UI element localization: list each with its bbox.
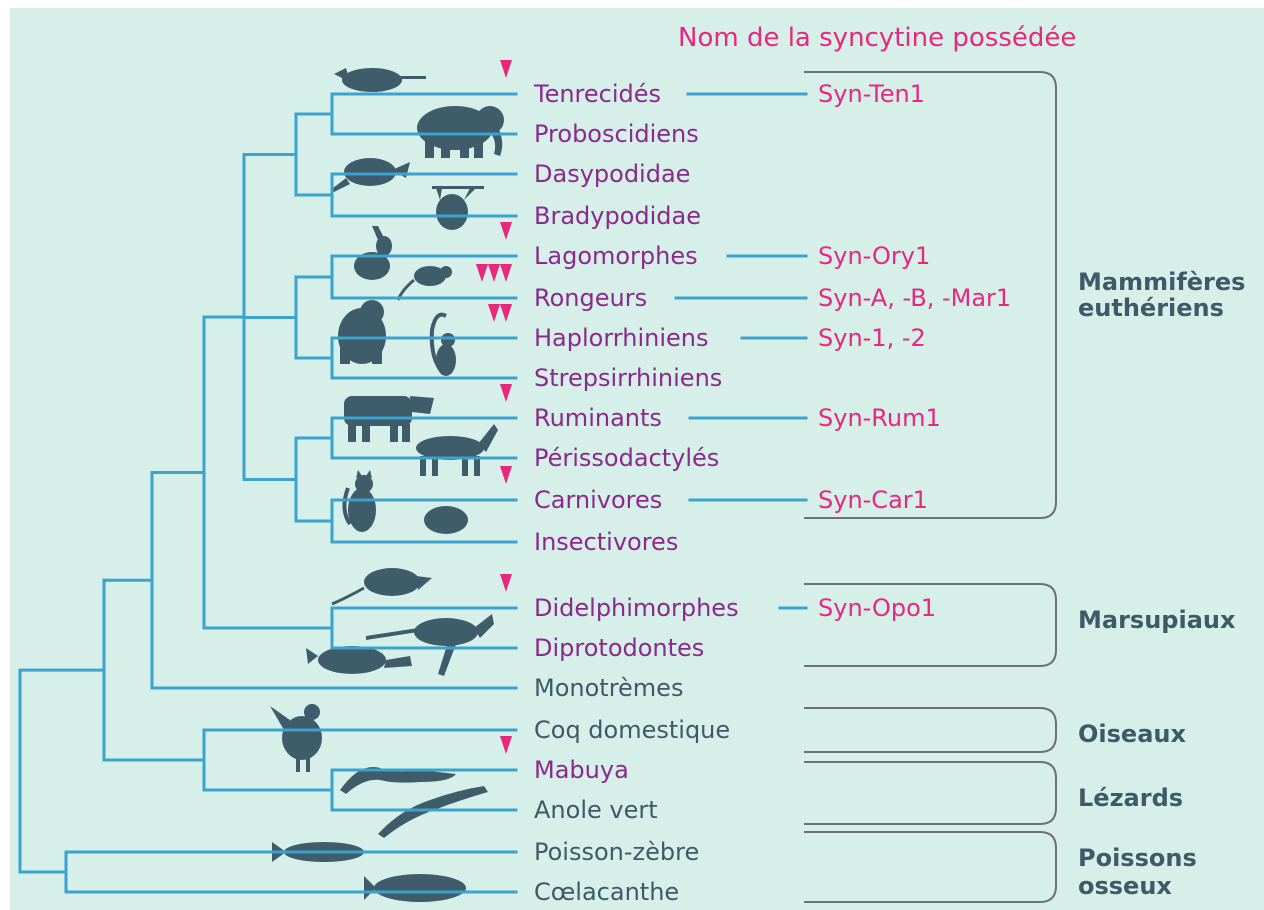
group-label-lezards: Lézards: [1078, 782, 1183, 814]
taxon-label-anole: Anole vert: [534, 794, 658, 826]
zebra-silhouette: [416, 424, 498, 476]
taxon-label-perissodactyles: Périssodactylés: [534, 442, 719, 474]
syncytine-label-didelphimorphes: Syn-Opo1: [818, 592, 936, 624]
taxon-label-dasypodidae: Dasypodidae: [534, 158, 690, 190]
group-label-poissons-line2: osseux: [1078, 870, 1172, 902]
mouse-silhouette: [398, 266, 452, 300]
taxon-label-bradypodidae: Bradypodidae: [534, 200, 701, 232]
syncytine-marker-rongeurs: [488, 264, 500, 282]
taxon-label-diprotodontes: Diprotodontes: [534, 632, 704, 664]
hedgehog-silhouette: [424, 506, 468, 534]
bracket-poissons: [804, 832, 1056, 902]
syncytine-label-tenrecides: Syn-Ten1: [818, 78, 925, 110]
rooster-silhouette: [270, 704, 322, 772]
syncytine-marker-rongeurs: [500, 264, 512, 282]
taxon-label-lagomorphes: Lagomorphes: [534, 240, 698, 272]
figure-title: Nom de la syncytine possédée: [678, 22, 1076, 54]
syncytine-marker-haplorrhiniens: [500, 304, 512, 322]
elephant-silhouette: [417, 106, 504, 158]
platypus-silhouette: [306, 646, 412, 674]
coelacanth-silhouette: [364, 874, 466, 902]
gorilla-silhouette: [338, 300, 386, 364]
taxon-label-mabuya: Mabuya: [534, 754, 629, 786]
syncytine-label-rongeurs: Syn-A, -B, -Mar1: [818, 282, 1011, 314]
taxon-label-tenrecides: Tenrecidés: [534, 78, 661, 110]
syncytine-marker-ruminants: [500, 384, 512, 402]
lemur-silhouette: [432, 315, 456, 376]
syncytine-marker-haplorrhiniens: [488, 304, 500, 322]
taxon-label-poisson-zebre: Poisson-zèbre: [534, 836, 699, 868]
taxon-label-ruminants: Ruminants: [534, 402, 662, 434]
bracket-oiseaux: [804, 708, 1056, 752]
syncytine-label-carnivores: Syn-Car1: [818, 484, 928, 516]
opossum-silhouette: [332, 568, 432, 604]
bracket-lezards: [804, 762, 1056, 824]
taxon-label-carnivores: Carnivores: [534, 484, 662, 516]
syncytine-label-ruminants: Syn-Rum1: [818, 402, 941, 434]
taxon-label-strepsirrhiniens: Strepsirrhiniens: [534, 362, 722, 394]
syncytine-marker-mabuya: [500, 736, 512, 754]
taxon-label-coq: Coq domestique: [534, 714, 730, 746]
syncytine-label-haplorrhiniens: Syn-1, -2: [818, 322, 926, 354]
syncytine-marker-carnivores: [500, 466, 512, 484]
taxon-label-haplorrhiniens: Haplorrhiniens: [534, 322, 708, 354]
anole-silhouette: [378, 786, 488, 838]
taxon-label-proboscidiens: Proboscidiens: [534, 118, 699, 150]
tenrec-silhouette: [334, 68, 426, 92]
group-label-oiseaux: Oiseaux: [1078, 718, 1186, 750]
syncytine-label-lagomorphes: Syn-Ory1: [818, 240, 930, 272]
syncytine-marker-didelphimorphes: [500, 574, 512, 592]
rabbit-silhouette: [354, 226, 392, 280]
group-label-mammiferes-line2: euthériens: [1078, 292, 1224, 324]
syncytine-marker-lagomorphes: [500, 222, 512, 240]
syncytine-marker-rongeurs: [476, 264, 488, 282]
taxon-label-insectivores: Insectivores: [534, 526, 678, 558]
taxon-label-didelphimorphes: Didelphimorphes: [534, 592, 739, 624]
syncytine-marker-tenrecides: [500, 60, 512, 78]
taxon-label-rongeurs: Rongeurs: [534, 282, 647, 314]
group-label-marsupiaux: Marsupiaux: [1078, 604, 1235, 636]
sloth-silhouette: [432, 186, 484, 230]
taxon-label-monotremes: Monotrèmes: [534, 672, 683, 704]
taxon-label-coelacanthe: Cœlacanthe: [534, 876, 679, 908]
